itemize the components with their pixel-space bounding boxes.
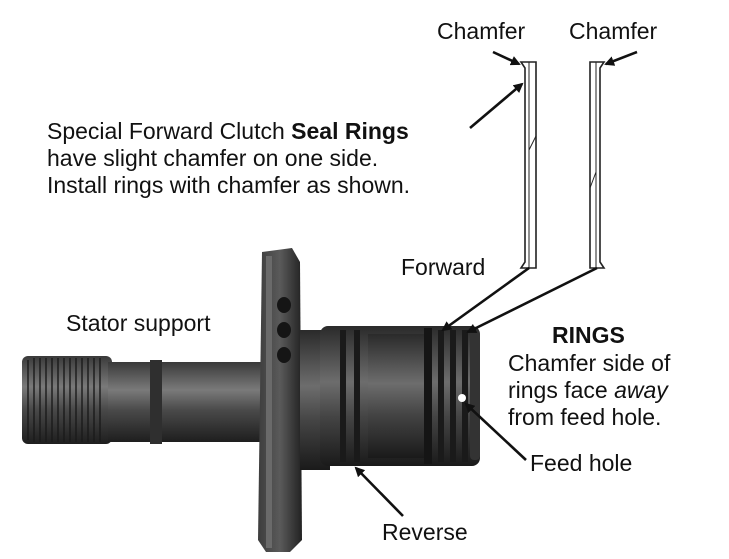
seal-rings-emphasis: Seal Rings [291,118,409,144]
reverse-label: Reverse [382,519,468,545]
rings-line-2: rings face away [508,377,668,403]
chamfer-label-right: Chamfer [569,18,658,44]
seal-ring-left [519,61,537,269]
chamfer-label-left: Chamfer [437,18,526,44]
leader-arrows [354,50,638,517]
stator-support-label: Stator support [66,310,211,336]
stator-support-part [22,248,480,552]
feed-hole-marker [458,394,466,402]
rings-title: RINGS [552,322,625,348]
note-line-2: have slight chamfer on one side. [47,145,379,171]
rings-line-2-text: rings face [508,377,615,403]
rings-line-3: from feed hole. [508,404,662,430]
rings-line-1: Chamfer side of [508,350,671,376]
spline-teeth [27,358,101,442]
away-emphasis: away [614,377,668,403]
note-line-3: Install rings with chamfer as shown. [47,172,411,198]
forward-label: Forward [401,254,486,280]
seal-ring-right [589,61,606,269]
feed-hole-label: Feed hole [530,450,633,476]
note-line-1: Special Forward Clutch Seal Rings [47,118,409,144]
note-line-1-text: Special Forward Clutch [47,118,292,144]
